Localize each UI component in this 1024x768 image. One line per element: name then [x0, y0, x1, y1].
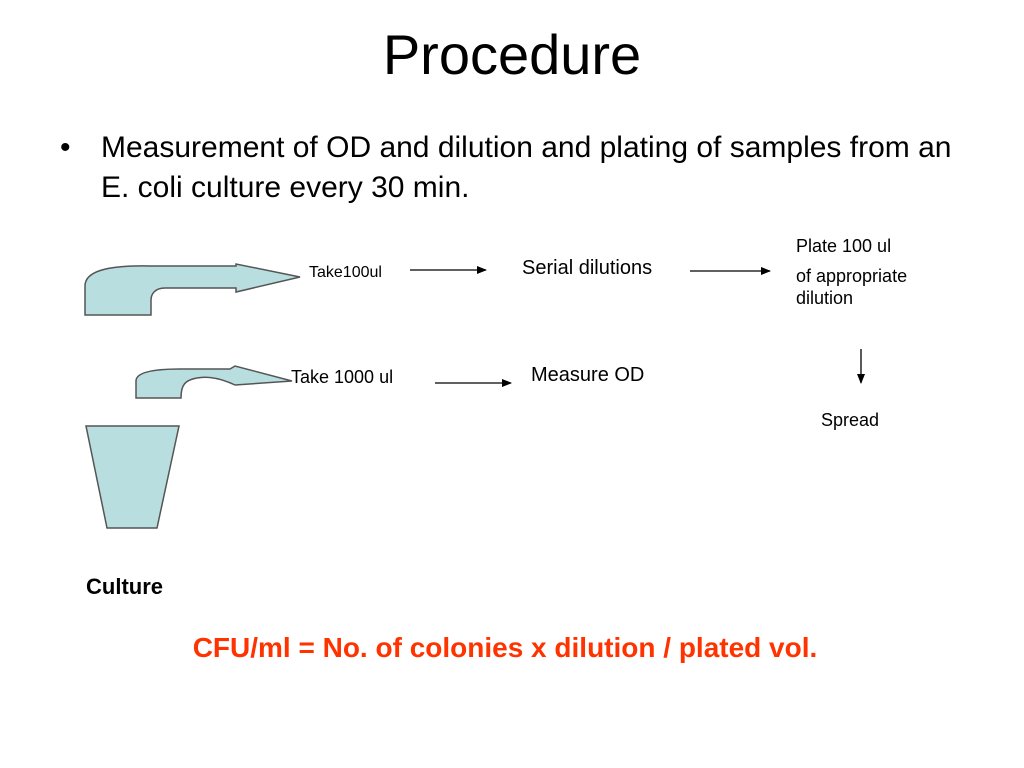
slide-title: Procedure	[382, 23, 642, 86]
bullet-text: Measurement of OD and dilution and plati…	[101, 131, 952, 204]
label-spread: Spread	[821, 410, 880, 430]
label-take-100ul: Take100ul	[309, 264, 382, 281]
curved-arrow-large	[84, 263, 301, 316]
cfu-formula: CFU/ml = No. of colonies x dilution / pl…	[192, 632, 818, 663]
label-plate-line-2: of appropriate	[796, 266, 908, 286]
label-culture: Culture	[86, 574, 163, 599]
culture-beaker	[85, 425, 180, 529]
label-measure-od: Measure OD	[531, 364, 645, 386]
label-take-1000ul: Take 1000 ul	[291, 367, 394, 387]
label-plate-line-3: dilution	[796, 288, 854, 308]
curved-arrow-small	[135, 365, 293, 399]
label-plate: Plate 100 ul of appropriate dilution	[796, 231, 956, 313]
bullet-marker: •	[60, 131, 71, 164]
label-plate-line-1: Plate 100 ul	[796, 236, 892, 256]
label-serial-dilutions: Serial dilutions	[522, 257, 653, 279]
